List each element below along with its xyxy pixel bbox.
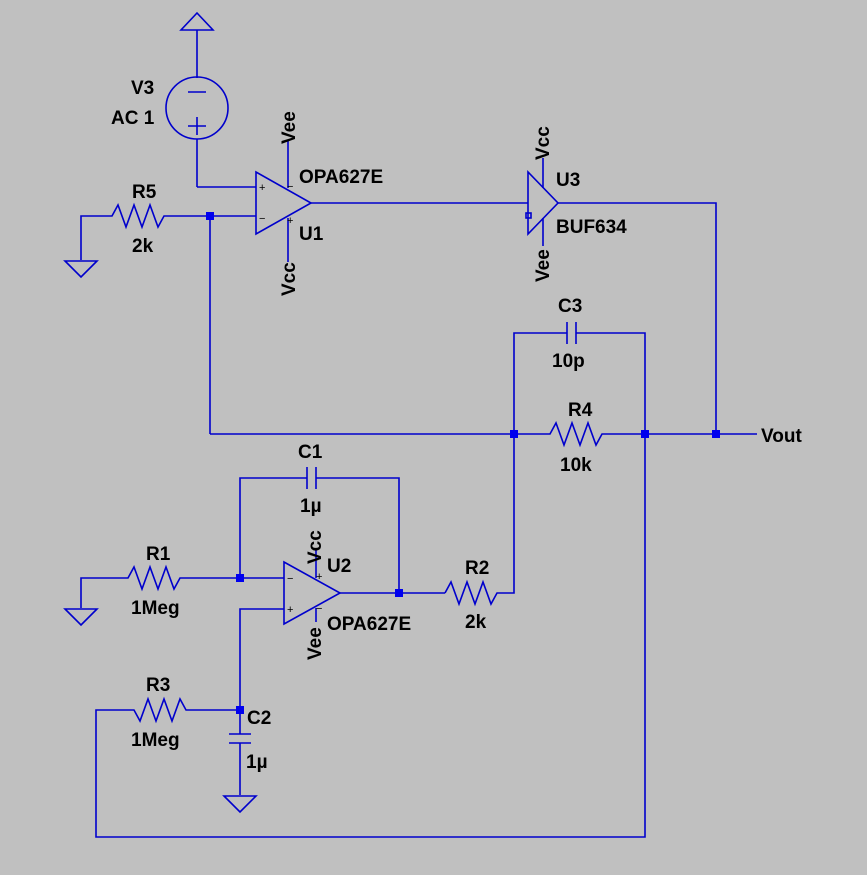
c1-name: C1 (298, 442, 323, 463)
v3-source[interactable] (165, 11, 256, 188)
u3-buffer[interactable] (525, 158, 717, 434)
u1-plus-sign: + (259, 182, 265, 194)
junction-dot (236, 706, 244, 714)
u3-vee-label: Vee (533, 249, 554, 282)
u1-model: OPA627E (299, 167, 383, 188)
u1-minus-sign: − (259, 213, 265, 225)
vout-label: Vout (761, 426, 802, 447)
u2-model: OPA627E (327, 614, 411, 635)
u2-opamp[interactable] (239, 550, 445, 710)
c3-value: 10p (552, 351, 585, 372)
r2-resistor[interactable] (444, 434, 515, 607)
r2-value: 2k (465, 612, 487, 633)
ground-symbol-r1 (63, 608, 99, 627)
c3-name: C3 (558, 296, 582, 317)
v3-name: V3 (131, 78, 154, 99)
junction-dot (206, 212, 214, 220)
r3-name: R3 (146, 675, 170, 696)
u2-vee-minus-sign: − (316, 603, 322, 615)
u3-vcc-label: Vcc (533, 126, 554, 160)
ground-symbol-c2 (222, 795, 258, 814)
junction-dot (236, 574, 244, 582)
u1-vee-minus-sign: − (287, 181, 293, 193)
u2-minus-sign: − (287, 573, 293, 585)
u2-name: U2 (327, 556, 351, 577)
u3-model: BUF634 (556, 217, 627, 238)
junction-dot (712, 430, 720, 438)
u2-vcc-plus-sign: + (316, 571, 322, 583)
u3-name: U3 (556, 170, 580, 191)
r5-value: 2k (132, 236, 154, 257)
r4-value: 10k (560, 455, 592, 476)
u2-plus-sign: + (287, 604, 293, 616)
r3-value: 1Meg (131, 730, 180, 751)
c2-name: C2 (247, 708, 271, 729)
c2-capacitor[interactable] (229, 710, 251, 795)
r5-name: R5 (132, 182, 157, 203)
r5-resistor[interactable] (80, 202, 256, 260)
ground-symbol-r5 (63, 260, 99, 279)
junction-dot (641, 430, 649, 438)
r1-name: R1 (146, 544, 171, 565)
u2-vcc-label: Vcc (305, 530, 326, 564)
u1-vee-label: Vee (279, 111, 300, 144)
r4-name: R4 (568, 400, 593, 421)
u1-vcc-plus-sign: + (287, 215, 293, 227)
c2-value: 1µ (246, 752, 268, 773)
junction-dot (395, 589, 403, 597)
r4-resistor[interactable] (514, 420, 757, 448)
u1-opamp[interactable] (255, 140, 528, 262)
r2-name: R2 (465, 558, 489, 579)
c3-capacitor[interactable] (513, 322, 646, 434)
r1-value: 1Meg (131, 598, 180, 619)
v3-value: AC 1 (111, 108, 155, 129)
junction-dot (510, 430, 518, 438)
u2-vee-label: Vee (305, 627, 326, 660)
u1-name: U1 (299, 224, 324, 245)
c1-value: 1µ (300, 496, 322, 517)
r3-resistor[interactable] (95, 434, 646, 838)
u1-vcc-label: Vcc (279, 262, 300, 296)
c1-capacitor[interactable] (239, 467, 400, 593)
r1-resistor[interactable] (80, 564, 284, 608)
